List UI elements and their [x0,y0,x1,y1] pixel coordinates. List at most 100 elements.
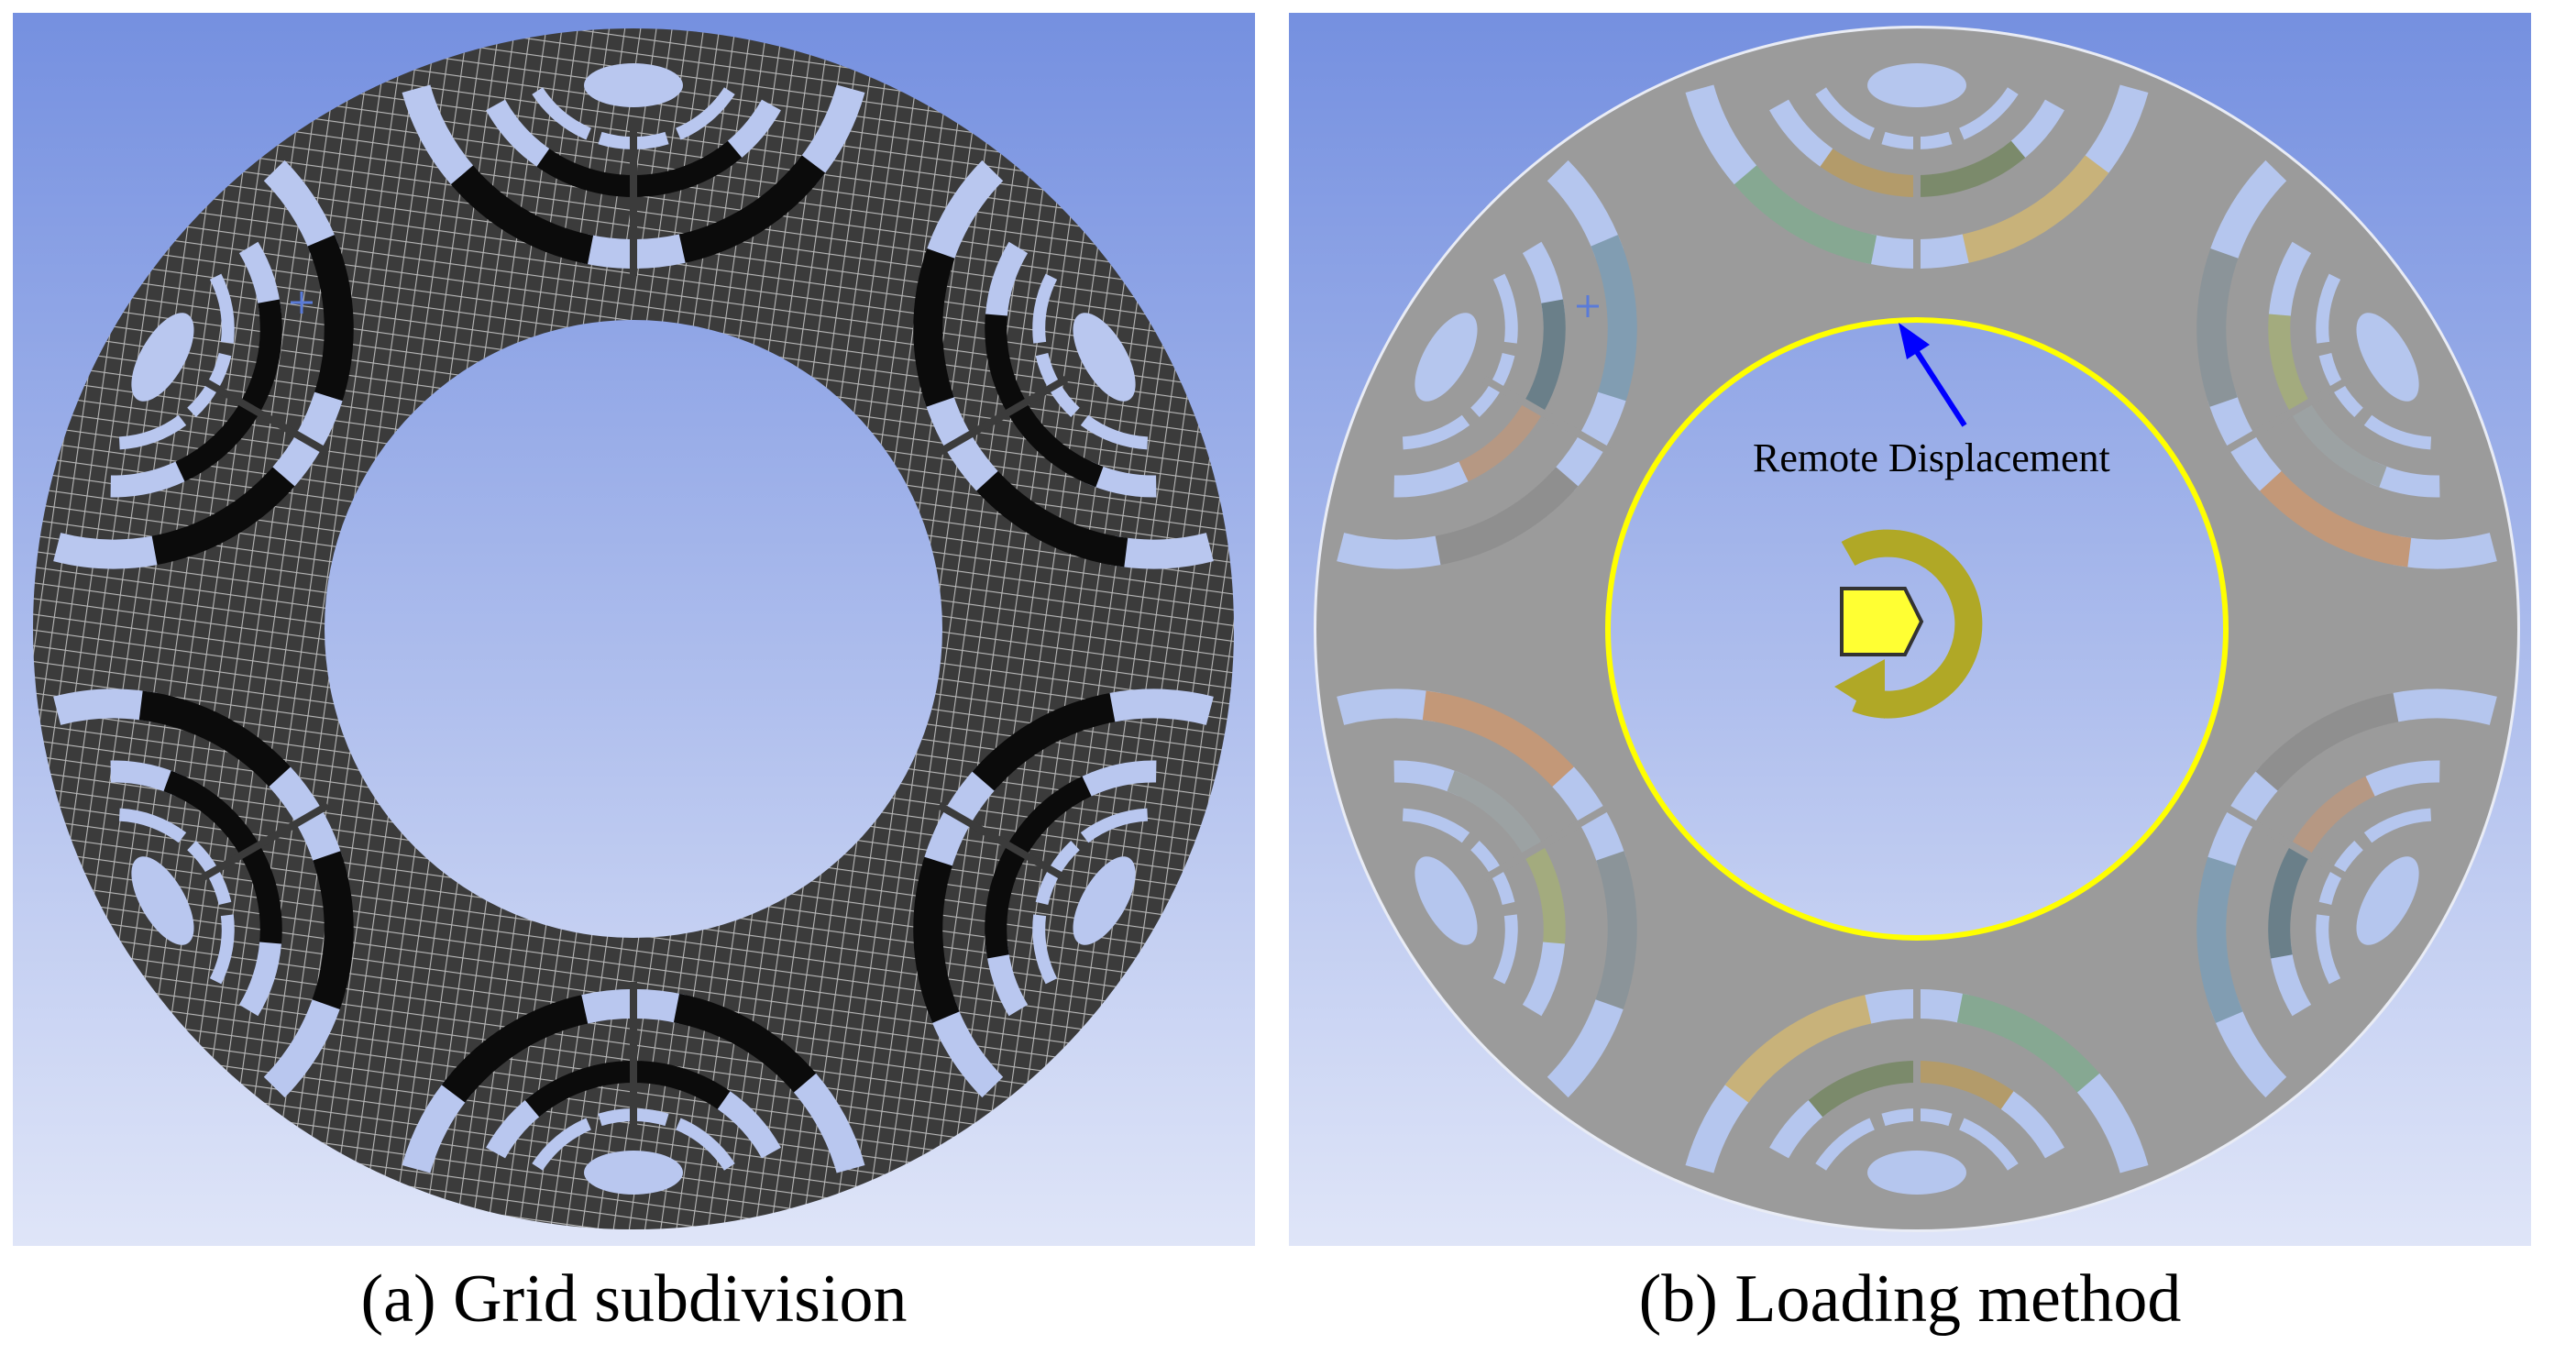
slot [2268,241,2312,316]
slot [1402,808,1470,843]
slot [2076,1073,2149,1173]
slot [118,414,187,450]
slot [2363,414,2432,450]
magnet [1007,402,1104,488]
slot [263,999,340,1098]
slot [1337,533,1441,569]
slot [238,942,282,1017]
pole-group [402,982,865,1195]
magnet [1422,690,1579,791]
slot [1685,1073,1757,1173]
hole [1867,63,1966,107]
slot [676,1118,735,1171]
magnet [913,851,960,1023]
magnet [2196,235,2243,407]
slot [2393,689,2497,725]
slot [1080,414,1149,450]
hole [584,63,683,107]
bridge [199,802,330,882]
magnet [1591,235,1637,407]
magnet [1591,851,1637,1023]
arrow-icon [1899,323,1967,427]
hole [1415,313,1478,402]
stator-mesh [13,13,1255,1246]
slot [2268,942,2312,1017]
magnet [524,1061,633,1118]
magnet [1447,402,1544,488]
hole [1415,856,1478,945]
slot [402,84,474,185]
caption-loading-method: (b) Loading method [1638,1261,2182,1337]
hole [2356,856,2419,945]
hole [1073,313,1136,402]
hole [584,1151,683,1195]
slot [532,1118,591,1171]
magnet [972,467,1128,567]
highlight-ring [1605,317,2229,941]
magnet [1447,770,1544,856]
stator-body [1289,13,2531,1246]
magnet [1917,1061,2026,1118]
magnet [441,993,594,1103]
slot [1685,84,1757,185]
pole-group [1685,982,2149,1195]
magnet [1524,299,1566,413]
bridge [2220,376,2351,456]
slot [1492,273,1518,344]
slot [927,999,1004,1098]
slot [2363,808,2432,843]
pole-group [2196,160,2497,569]
slot [238,241,282,316]
magnet [985,299,1027,413]
slot [1522,241,1566,316]
slot [1547,999,1624,1098]
magnet [913,235,960,407]
slot [2000,1091,2064,1159]
magnet [633,1061,743,1118]
magnet [307,851,354,1023]
hole [131,856,194,945]
slot [676,87,735,140]
magnet [138,690,295,791]
pole-group [913,689,1214,1098]
magnet [1422,467,1579,567]
pole-group [1337,160,1637,569]
slot [2076,84,2149,185]
magnet [1917,140,2026,197]
magnet [240,299,282,413]
slot [1032,914,1058,985]
slot [1815,1118,1875,1171]
panel-grid-subdivision [13,13,1255,1246]
bridge [199,376,330,456]
magnet [985,844,1027,959]
pole-group [1337,689,1637,1098]
slot [1959,87,2019,140]
slot [2316,914,2341,985]
slot [2365,760,2440,797]
pole-group [1685,63,2149,276]
magnet [1724,155,1877,265]
magnet [163,770,260,856]
hole [131,313,194,402]
slot [2210,160,2287,259]
magnet [2290,402,2387,488]
slot [1769,99,1833,167]
slot [486,99,550,167]
slot [1393,461,1469,498]
slot [1109,533,1214,569]
bridge [1482,376,1613,456]
remote-displacement-label: Remote Displacement [1753,435,2110,480]
crosshair-icon [1577,295,1599,317]
pole-group [53,160,354,569]
magnet [673,993,826,1103]
magnet [2290,770,2387,856]
magnet [2255,690,2412,791]
pole-group [913,160,1214,569]
magnet [240,844,282,959]
magnet [2196,851,2243,1023]
magnet [673,155,826,265]
slot [110,461,185,498]
slot [2316,273,2341,344]
magnet [163,402,260,488]
slot [793,84,865,185]
